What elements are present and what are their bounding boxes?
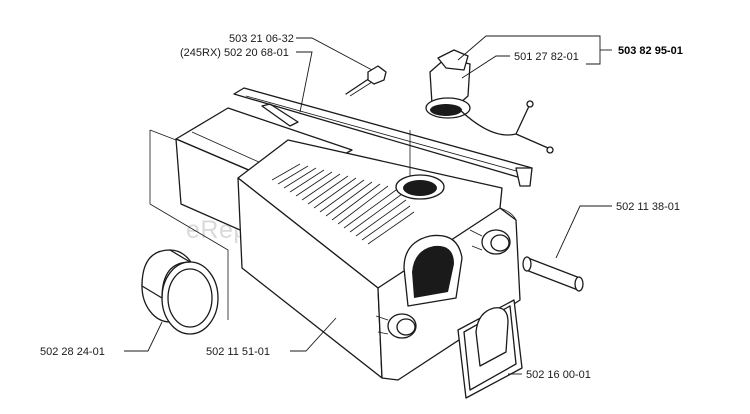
label-pin: 502 11 38-01 [616, 201, 680, 213]
tank-right-bushing-inner [490, 234, 510, 252]
bolt-shank [345, 77, 371, 95]
gasket-plate-opening [475, 307, 509, 367]
label-bolt-245rx: (245RX) 502 20 68-01 [180, 47, 289, 59]
label-kit: 503 82 95-01 [618, 45, 683, 57]
pin-end-left [522, 256, 532, 272]
pin-body [525, 257, 581, 291]
bracket-bar [233, 87, 533, 187]
tank-ribbed-grip [271, 163, 415, 245]
fuel-tank-housing [175, 107, 521, 381]
tank-filler-opening [403, 180, 437, 196]
fuel-cap-wings [437, 49, 469, 71]
bolt-head [367, 65, 387, 85]
ring-inner [167, 268, 213, 328]
label-bolt: 503 21 06-32 [229, 33, 294, 45]
label-ring: 502 28 24-01 [40, 346, 105, 358]
tank-front-round [499, 207, 517, 221]
tank-opening-shadow [412, 245, 454, 298]
gasket-plate [457, 299, 523, 399]
fuel-cap-oring [430, 104, 462, 116]
label-gasket: 502 16 00-01 [526, 369, 591, 381]
fuel-cap-strap [459, 103, 549, 149]
pin-end-right [574, 276, 584, 292]
ring-projection-lines [149, 129, 229, 320]
bracket-bar-clip [261, 103, 299, 127]
leader-lines [124, 35, 612, 375]
bolt [345, 65, 387, 97]
pin [522, 256, 584, 292]
bracket-bar-end [515, 167, 533, 187]
label-tank: 502 11 51-01 [206, 346, 270, 358]
fuel-cap [425, 49, 554, 154]
ring [141, 249, 219, 335]
tank-lower-bushing-inner [396, 318, 416, 336]
label-fuel-cap: 501 27 82-01 [514, 51, 579, 63]
